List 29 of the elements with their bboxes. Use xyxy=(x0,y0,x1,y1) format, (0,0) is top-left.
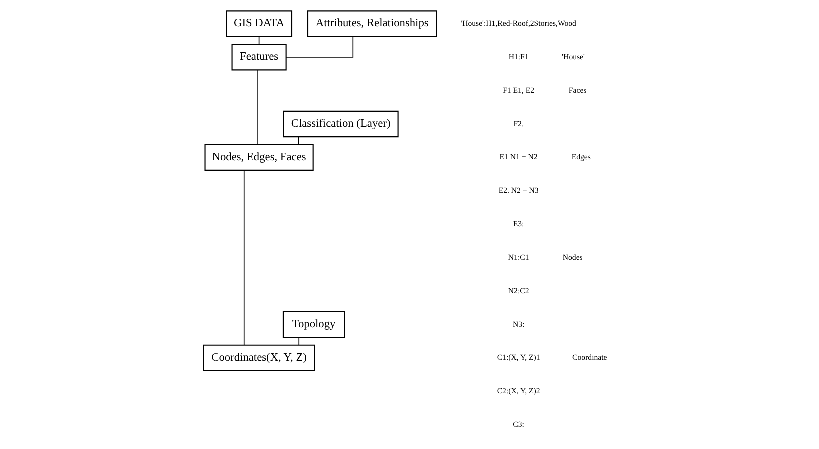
label: C2:(X, Y, Z)2 xyxy=(497,386,540,396)
connector xyxy=(298,136,300,146)
label: 'House' xyxy=(562,52,585,62)
label: Edges xyxy=(572,152,591,162)
node-box: Topology xyxy=(282,311,346,338)
connector xyxy=(298,337,300,346)
node-box: Classification (Layer) xyxy=(283,110,399,138)
node-box: Coordinates(X, Y, Z) xyxy=(203,344,316,372)
node-box: Features xyxy=(232,44,287,71)
label: N3: xyxy=(512,320,525,329)
label: C1:(X, Y, Z)1 xyxy=(497,353,540,362)
connector xyxy=(286,36,354,58)
label: Faces xyxy=(568,86,587,95)
label: Nodes xyxy=(562,252,583,262)
label: Coordinate xyxy=(572,353,608,362)
label: N2:C2 xyxy=(508,286,530,296)
label: C3: xyxy=(513,420,524,429)
node-box: Nodes, Edges, Faces xyxy=(204,144,314,171)
label: F1 E1, E2 xyxy=(503,86,535,95)
label: N1:C1 xyxy=(508,252,530,262)
label: E3: xyxy=(513,219,524,228)
label: 'House':H1,Red-Roof,2Stories,Wood xyxy=(461,18,576,28)
connector xyxy=(244,170,245,346)
node-box: Attributes, Relationships xyxy=(307,10,438,38)
label: E1 N1 − N2 xyxy=(500,152,538,162)
node-box: GIS DATA xyxy=(226,10,293,38)
label: F2. xyxy=(514,119,524,128)
label: E2. N2 − N3 xyxy=(498,186,539,196)
label: H1:F1 xyxy=(508,52,529,62)
